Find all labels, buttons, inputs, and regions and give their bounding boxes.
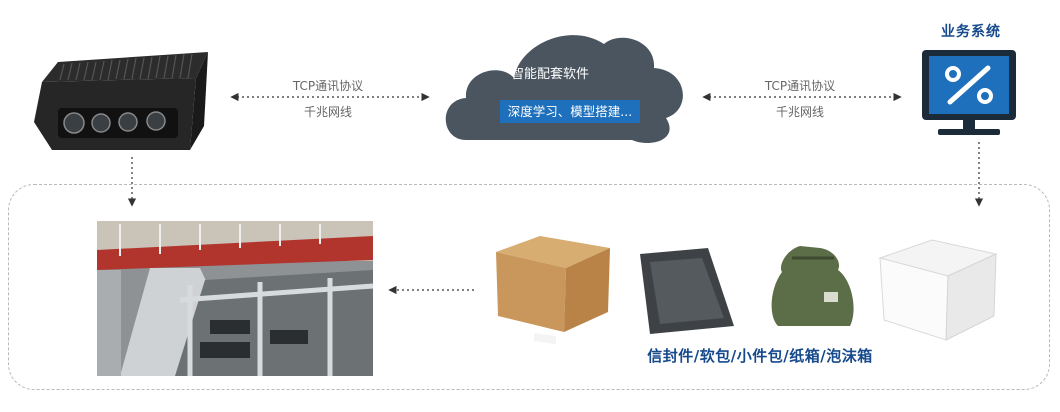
left-protocol-label: TCP通讯协议 [292, 79, 364, 93]
cloud-shape [445, 35, 683, 144]
left-cable-label: 千兆网线 [303, 105, 352, 119]
cloud-title: 智能配套软件 [510, 67, 589, 82]
right-cable-label: 千兆网线 [775, 105, 824, 119]
foam-box-icon [878, 239, 998, 341]
packages-caption: 信封件/软包/小件包/纸箱/泡沫箱 [647, 347, 873, 365]
right-protocol-label: TCP通讯协议 [764, 79, 836, 93]
small-sack-icon [771, 246, 854, 326]
percent-monitor-icon [922, 50, 1016, 135]
soft-bag-icon [640, 248, 734, 334]
sorting-line-photo [97, 221, 374, 376]
workflow-frame [8, 184, 1050, 390]
camera-device-icon [34, 52, 208, 150]
cloud-subtitle-badge: 深度学习、模型搭建... [500, 100, 640, 123]
carton-box-icon [496, 236, 610, 345]
business-system-title: 业务系统 [941, 24, 1001, 40]
